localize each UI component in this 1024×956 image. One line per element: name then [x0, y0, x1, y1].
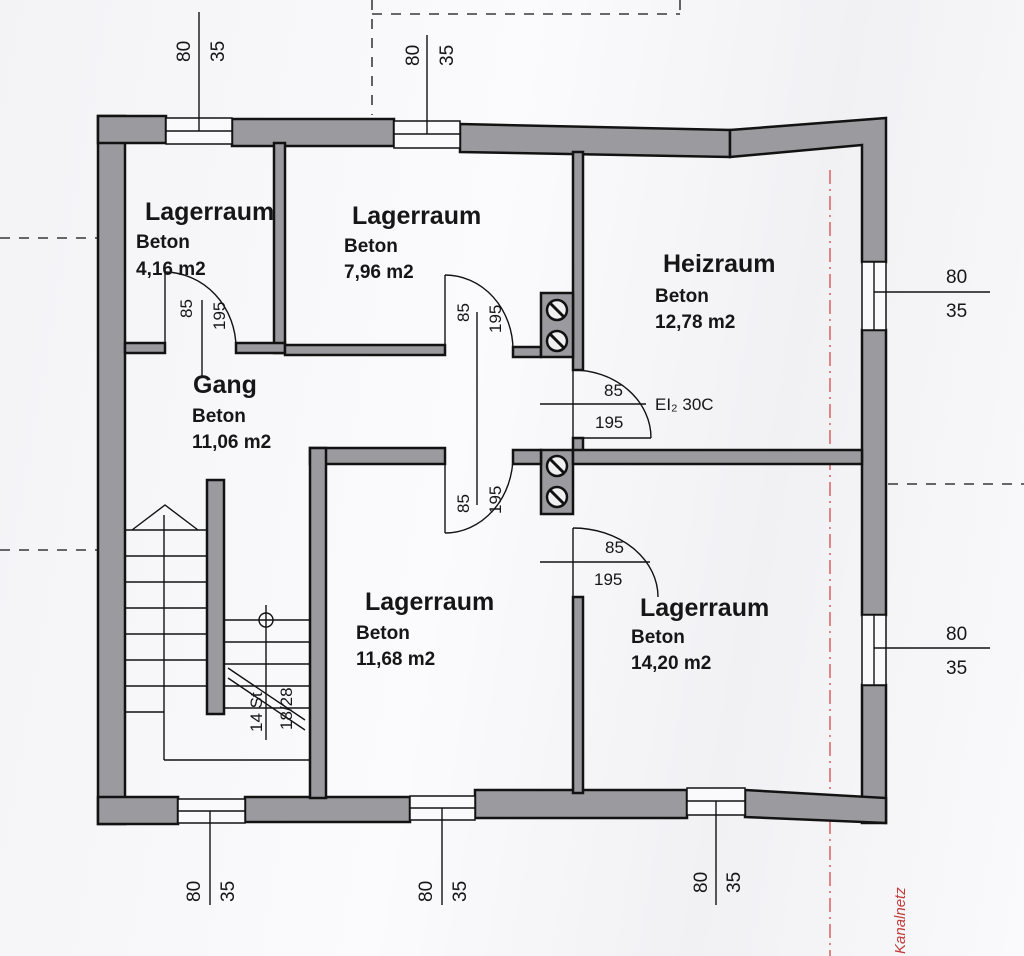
shaft-lower — [545, 454, 569, 509]
door-width: 85 — [454, 494, 473, 513]
door-dim-lager2: 85 195 — [454, 303, 505, 333]
door-lager2 — [444, 274, 514, 351]
door-dim-lager4: 85 195 — [594, 538, 624, 589]
window-height: 35 — [450, 881, 471, 902]
window-width: 80 — [946, 624, 967, 645]
room-area: 11,06 m2 — [192, 432, 271, 453]
shaft-upper — [545, 298, 569, 353]
outline-dashed-top — [371, 0, 681, 115]
room-material: Beton — [136, 232, 190, 253]
stair-ratio-label: 18/28 — [277, 687, 296, 730]
outer-walls — [96, 114, 888, 826]
window-dim-right-upper: 80 35 — [946, 267, 967, 322]
sewer-network-label: Kanalnetz — [892, 887, 909, 954]
window-width: 80 — [184, 881, 205, 902]
window-dim-bottom-right: 80 35 — [691, 872, 745, 893]
window-width: 80 — [174, 41, 195, 62]
window-width: 80 — [416, 881, 437, 902]
room-area: 7,96 m2 — [344, 262, 414, 283]
window-dim-bottom-left: 80 35 — [184, 881, 239, 902]
room-material: Beton — [344, 236, 398, 257]
stair-direction-arrow — [131, 504, 199, 531]
window-width: 80 — [403, 45, 424, 66]
door-lager1 — [164, 271, 237, 349]
room-name: Gang — [193, 371, 257, 399]
room-area: 11,68 m2 — [356, 649, 435, 670]
room-label-lager1: Lagerraum Beton 4,16 m2 — [136, 198, 274, 280]
window-dim-top-mid: 80 35 — [403, 45, 458, 66]
room-name: Lagerraum — [365, 588, 494, 616]
window-height: 35 — [724, 872, 745, 893]
window-width: 80 — [691, 872, 712, 893]
window-dim-right-lower: 80 35 — [946, 624, 967, 679]
stair-steps-label: 14 St — [247, 692, 266, 732]
door-height: 195 — [486, 486, 505, 514]
door-height: 195 — [486, 305, 505, 333]
room-material: Beton — [655, 286, 709, 307]
door-width: 85 — [605, 538, 624, 557]
inner-walls — [123, 141, 864, 800]
room-name: Lagerraum — [640, 594, 769, 622]
window-dim-bottom-mid: 80 35 — [416, 881, 471, 902]
room-material: Beton — [356, 623, 410, 644]
window-height: 35 — [437, 45, 458, 66]
fire-rating-label: EI₂ 30C — [655, 395, 714, 414]
room-area: 14,20 m2 — [631, 653, 711, 674]
room-label-lager4: Lagerraum Beton 14,20 m2 — [631, 594, 769, 674]
door-dim-lager3: 85 195 — [454, 486, 505, 514]
door-lager3 — [444, 455, 514, 534]
room-name: Lagerraum — [145, 198, 274, 226]
door-dim-lines — [201, 300, 650, 563]
window-width: 80 — [946, 267, 967, 288]
stair-core — [205, 478, 226, 716]
window-dim-top-left: 80 35 — [174, 41, 229, 62]
window-height: 35 — [208, 41, 229, 62]
room-material: Beton — [631, 627, 685, 648]
door-dim-heizraum: 85 195 — [595, 381, 623, 432]
room-label-lager2: Lagerraum Beton 7,96 m2 — [344, 202, 481, 283]
door-height: 195 — [595, 413, 623, 432]
room-area: 12,78 m2 — [655, 312, 735, 333]
room-label-gang: Gang Beton 11,06 m2 — [192, 371, 271, 453]
door-height: 195 — [210, 302, 229, 330]
staircase — [125, 478, 310, 761]
room-area: 4,16 m2 — [136, 259, 206, 280]
window-height: 35 — [218, 881, 239, 902]
room-label-heizraum: Heizraum Beton 12,78 m2 — [655, 250, 776, 333]
window-height: 35 — [946, 658, 967, 679]
room-name: Lagerraum — [352, 202, 481, 230]
window-height: 35 — [946, 301, 967, 322]
door-width: 85 — [177, 299, 196, 318]
window-dim-lines — [198, 12, 990, 905]
room-name: Heizraum — [663, 250, 776, 278]
room-material: Beton — [192, 406, 246, 427]
door-height: 195 — [594, 570, 622, 589]
door-dim-lager1: 85 195 — [177, 299, 229, 330]
door-width: 85 — [454, 303, 473, 322]
door-width: 85 — [604, 381, 623, 400]
room-label-lager3: Lagerraum Beton 11,68 m2 — [356, 588, 494, 670]
